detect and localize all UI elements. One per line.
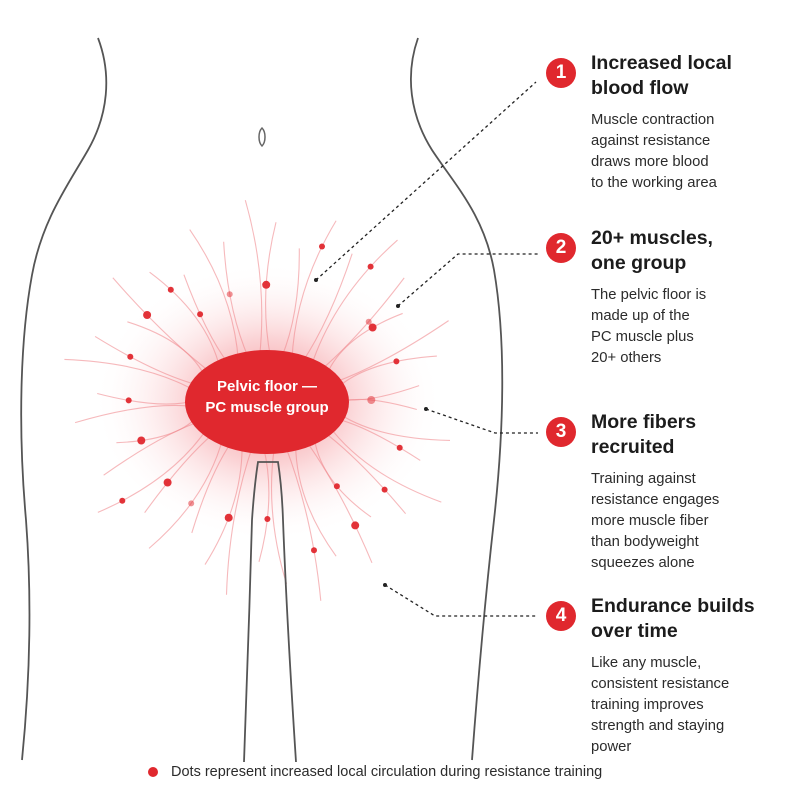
circulation-dot	[188, 500, 195, 507]
circulation-ray	[64, 358, 199, 394]
circulation-ray	[291, 220, 337, 360]
circulation-dot	[351, 521, 360, 530]
circulation-ray	[318, 277, 405, 373]
leader-lines	[315, 81, 538, 617]
circulation-ray	[284, 445, 322, 601]
circulation-ray	[148, 436, 224, 549]
circulation-dot	[264, 516, 271, 522]
callout-title: More fibers recruited	[591, 411, 697, 458]
circulation-dot	[365, 318, 372, 325]
callout-body: The pelvic floor is made up of the PC mu…	[591, 287, 707, 366]
pelvic-floor-label-line-2: PC muscle group	[205, 399, 329, 416]
callout-title: Endurance builds over time	[591, 595, 755, 642]
circulation-ray	[265, 222, 277, 358]
circulation-dot	[119, 497, 126, 504]
navel-icon	[258, 126, 266, 148]
circulation-ray	[295, 443, 337, 557]
pelvic-floor-oval	[185, 350, 349, 454]
pelvic-floor-label-line-1: Pelvic floor —	[216, 378, 318, 395]
callout-title: Increased local blood flow	[591, 52, 732, 99]
legend-text: Dots represent increased local circulati…	[171, 764, 603, 780]
circulation-dot	[396, 444, 403, 451]
circulation-dot	[367, 263, 374, 270]
circulation-ray	[112, 277, 213, 375]
leader-line-1	[315, 81, 537, 281]
circulation-ray	[223, 241, 250, 359]
circulation-dot	[167, 286, 174, 293]
circulation-ray	[225, 445, 254, 595]
circulation-ray	[327, 424, 442, 503]
callout-body: Training against resistance engages more…	[591, 471, 720, 571]
circulation-dot	[226, 291, 233, 298]
circulation-ray	[149, 271, 221, 369]
callout-3: 3 More fibers recruited Training against…	[546, 410, 796, 574]
circulation-ray	[244, 200, 263, 358]
circulation-dot	[368, 323, 377, 332]
circulation-dot	[197, 311, 204, 318]
circulation-ray	[310, 239, 398, 368]
callout-4: 4 Endurance builds over time Like any mu…	[546, 594, 796, 758]
circulation-ray	[258, 446, 270, 562]
circulation-dot	[367, 396, 376, 404]
circulation-ray	[183, 274, 230, 365]
callout-2: 2 20+ muscles, one group The pelvic floo…	[546, 226, 796, 369]
leader-endpoints	[314, 278, 428, 587]
callout-number-badge: 2	[546, 233, 576, 263]
red-dot-icon	[148, 767, 158, 777]
callout-body: Like any muscle, consistent resistance t…	[591, 655, 730, 755]
callout-number-badge: 3	[546, 417, 576, 447]
circulation-dot	[143, 311, 152, 319]
circulation-dot	[393, 358, 400, 365]
inner-leg-outline	[243, 461, 297, 763]
legend: Dots represent increased local circulati…	[148, 764, 602, 780]
circulation-dot	[125, 397, 132, 404]
circulation-dot	[224, 513, 233, 522]
body-outline-right	[410, 37, 504, 761]
circulation-dots	[119, 243, 403, 554]
circulation-dot	[333, 483, 340, 490]
circulation-ray	[313, 435, 372, 518]
circulation-ray	[301, 253, 353, 364]
callout-number-badge: 4	[546, 601, 576, 631]
circulation-ray	[280, 248, 300, 359]
circulation-ray	[191, 440, 233, 534]
circulation-dot	[262, 280, 271, 289]
callout-1: 1 Increased local blood flow Muscle cont…	[546, 51, 796, 194]
leader-line-4	[384, 584, 538, 617]
circulation-ray	[204, 444, 243, 565]
circulation-ray	[97, 426, 209, 513]
circulation-ray	[189, 229, 239, 361]
circulation-ray	[304, 439, 373, 563]
circulation-dot	[319, 243, 325, 250]
callout-number-badge: 1	[546, 58, 576, 88]
circulation-dot	[127, 353, 134, 360]
circulation-dot	[381, 486, 388, 493]
callout-title: 20+ muscles, one group	[591, 227, 713, 274]
circulation-dot	[163, 478, 172, 487]
circulation-ray	[330, 320, 449, 385]
body-outline-left	[20, 37, 108, 761]
circulation-dot	[311, 547, 317, 554]
callout-body: Muscle contraction against resistance dr…	[591, 112, 717, 191]
leader-line-2	[397, 253, 538, 307]
leader-line-3	[425, 408, 538, 434]
pelvic-floor-label: Pelvic floor — PC muscle group	[186, 376, 348, 418]
circulation-dot	[137, 436, 146, 445]
circulation-ray	[321, 429, 407, 515]
